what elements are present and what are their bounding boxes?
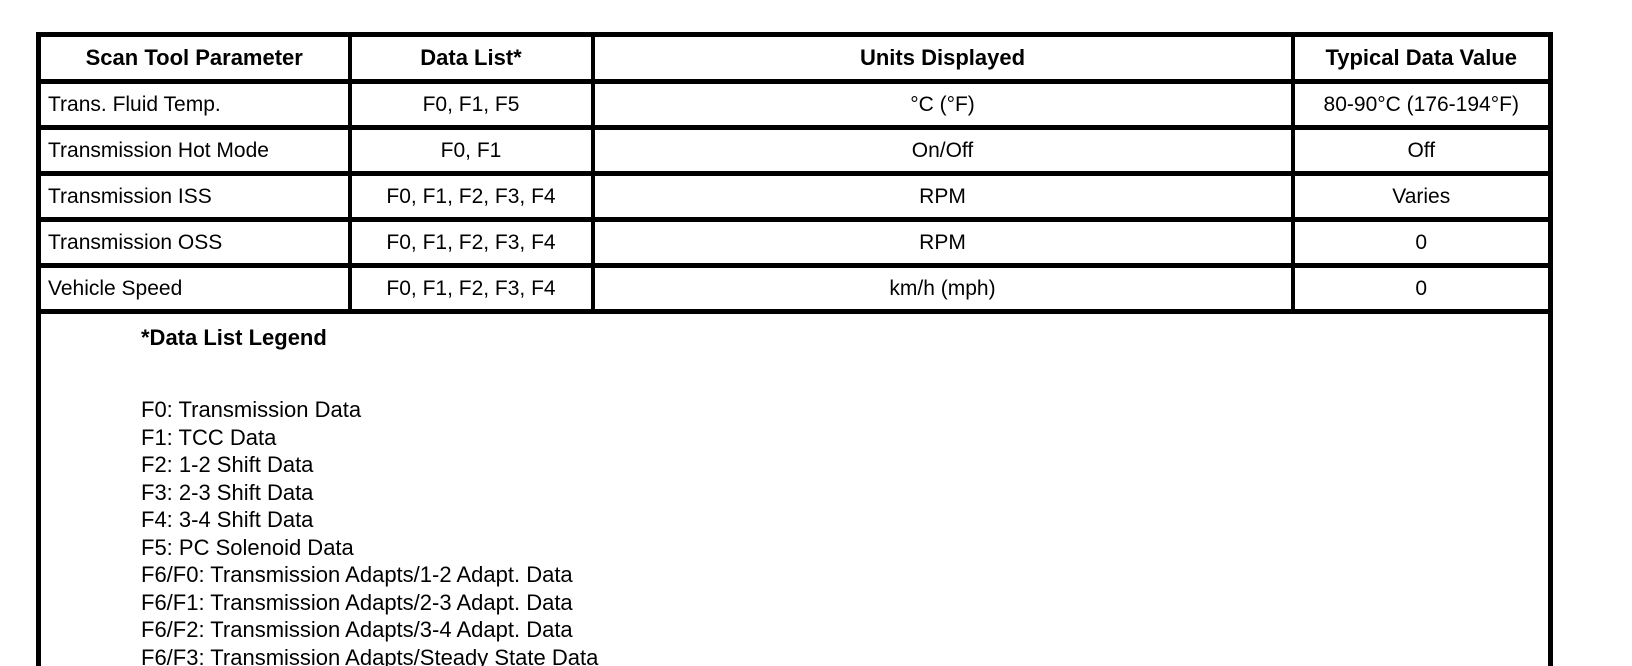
scan-tool-data-table: Scan Tool Parameter Data List* Units Dis…	[36, 32, 1553, 666]
cell-units: km/h (mph)	[590, 263, 1295, 314]
legend-entry: F1: TCC Data	[141, 424, 277, 450]
table-row: Transmission OSS F0, F1, F2, F3, F4 RPM …	[36, 217, 1553, 268]
cell-units: RPM	[590, 217, 1295, 268]
legend-entry: F6/F3: Transmission Adapts/Steady State …	[141, 644, 599, 666]
cell-typical-value: 0	[1290, 263, 1553, 314]
cell-parameter: Transmission ISS	[36, 171, 352, 222]
cell-units: RPM	[590, 171, 1295, 222]
table-row: Trans. Fluid Temp. F0, F1, F5 °C (°F) 80…	[36, 79, 1553, 130]
table-row: Vehicle Speed F0, F1, F2, F3, F4 km/h (m…	[36, 263, 1553, 314]
column-header-typical-data-value: Typical Data Value	[1290, 32, 1553, 84]
cell-units: °C (°F)	[590, 79, 1295, 130]
cell-units: On/Off	[590, 125, 1295, 176]
legend-entry: F6/F2: Transmission Adapts/3-4 Adapt. Da…	[141, 617, 573, 642]
data-list-legend-section: *Data List Legend F0: Transmission Data …	[36, 309, 1553, 666]
legend-title: *Data List Legend	[141, 325, 327, 350]
legend-entry: F2: 1-2 Shift Data	[141, 452, 314, 477]
column-header-data-list: Data List*	[347, 32, 595, 84]
legend-entry: F6/F1: Transmission Adapts/2-3 Adapt. Da…	[141, 589, 573, 615]
cell-data-list: F0, F1, F2, F3, F4	[347, 263, 595, 314]
legend-entry: F6/F0: Transmission Adapts/1-2 Adapt. Da…	[141, 562, 573, 587]
legend-entry: F3: 2-3 Shift Data	[141, 479, 314, 505]
legend-entry: F5: PC Solenoid Data	[141, 534, 354, 560]
cell-typical-value: Varies	[1290, 171, 1553, 222]
column-header-scan-tool-parameter: Scan Tool Parameter	[36, 32, 352, 84]
cell-typical-value: 0	[1290, 217, 1553, 268]
legend-entries: F0: Transmission Data F1: TCC Data F2: 1…	[141, 396, 1538, 666]
column-header-units-displayed: Units Displayed	[590, 32, 1295, 84]
header-row: Scan Tool Parameter Data List* Units Dis…	[36, 32, 1553, 84]
cell-parameter: Vehicle Speed	[36, 263, 352, 314]
legend-entry: F0: Transmission Data	[141, 397, 362, 422]
cell-data-list: F0, F1, F2, F3, F4	[347, 217, 595, 268]
cell-parameter: Transmission Hot Mode	[36, 125, 352, 176]
table-row: Transmission Hot Mode F0, F1 On/Off Off	[36, 125, 1553, 176]
cell-data-list: F0, F1, F2, F3, F4	[347, 171, 595, 222]
legend-entry: F4: 3-4 Shift Data	[141, 507, 314, 532]
cell-typical-value: Off	[1290, 125, 1553, 176]
cell-parameter: Transmission OSS	[36, 217, 352, 268]
cell-data-list: F0, F1	[347, 125, 595, 176]
cell-typical-value: 80-90°C (176-194°F)	[1290, 79, 1553, 130]
legend-row: *Data List Legend F0: Transmission Data …	[36, 309, 1553, 666]
cell-data-list: F0, F1, F5	[347, 79, 595, 130]
table-row: Transmission ISS F0, F1, F2, F3, F4 RPM …	[36, 171, 1553, 222]
cell-parameter: Trans. Fluid Temp.	[36, 79, 352, 130]
